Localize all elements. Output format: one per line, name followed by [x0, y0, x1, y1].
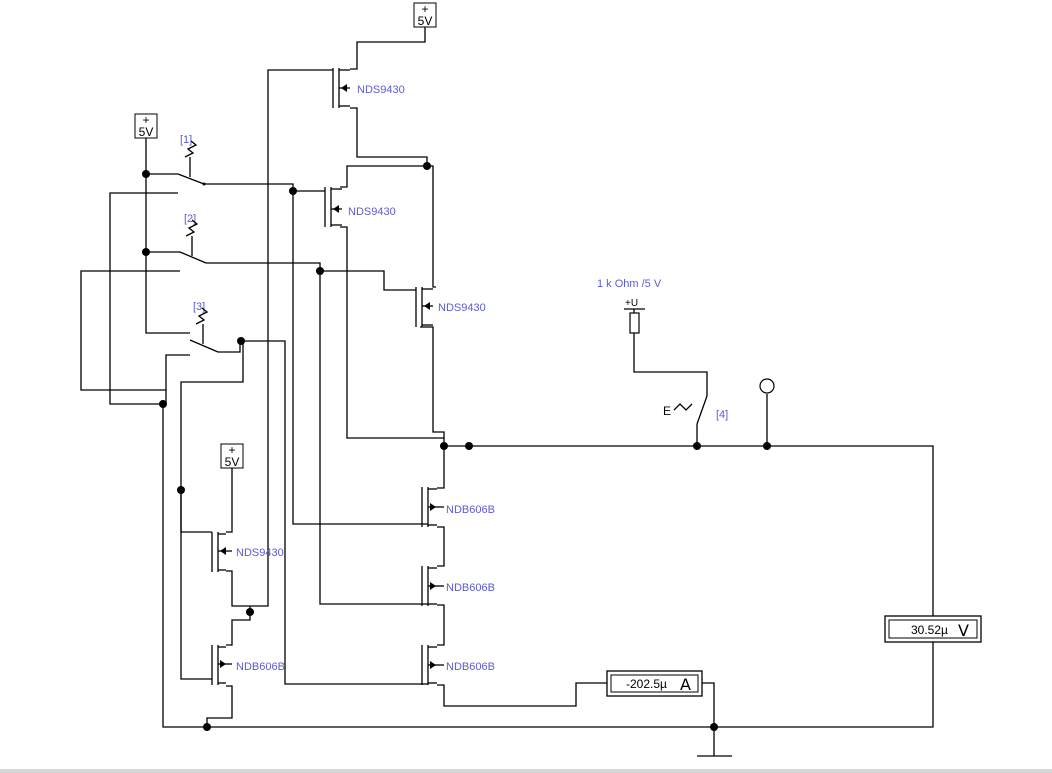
transistor-q5[interactable]: NDB606B: [421, 566, 495, 606]
switch-2[interactable]: [2]: [179, 213, 207, 264]
ammeter-value: -202.5µ: [626, 677, 667, 691]
supply-top-label: 5V: [418, 14, 433, 28]
supply-plus: +: [142, 113, 149, 127]
supply-left-label: 5V: [139, 125, 154, 139]
transistor-q8[interactable]: NDB606B: [211, 645, 285, 685]
junctions: [142, 162, 771, 731]
switch-2-label: [2]: [184, 213, 196, 225]
transistor-q5-label: NDB606B: [446, 582, 495, 594]
switch-1-label: [1]: [180, 134, 192, 146]
load-label: 1 k Ohm /5 V: [597, 278, 662, 290]
supply-bottom-label: 5V: [225, 455, 240, 469]
switch-3[interactable]: [3]: [189, 301, 219, 353]
ammeter-unit: A: [680, 675, 691, 694]
transistor-q6-label: NDB606B: [446, 661, 495, 673]
output-probe[interactable]: [759, 378, 775, 394]
transistor-q3-label: NDS9430: [438, 302, 486, 314]
ammeter[interactable]: -202.5µ A: [606, 670, 703, 697]
transistor-q6[interactable]: NDB606B: [421, 645, 495, 685]
status-strip: [0, 769, 1052, 773]
transistor-q2-label: NDS9430: [348, 206, 396, 218]
transistor-q4[interactable]: NDB606B: [421, 487, 495, 527]
transistor-q2[interactable]: NDS9430: [324, 187, 396, 227]
switch-3-label: [3]: [193, 301, 205, 313]
supply-bottom[interactable]: + 5V: [220, 443, 244, 469]
load-resistor[interactable]: 1 k Ohm /5 V +U: [597, 278, 662, 334]
load-plus-label: +U: [625, 298, 638, 309]
switch-4-key: E: [663, 404, 671, 418]
transistor-q1-label: NDS9430: [357, 84, 405, 96]
transistor-q4-label: NDB606B: [446, 504, 495, 516]
wires: [80, 27, 934, 756]
transistor-q1[interactable]: NDS9430: [332, 68, 405, 108]
transistor-q7[interactable]: NDS9430: [211, 532, 284, 572]
switch-1[interactable]: [1]: [177, 134, 206, 186]
transistor-q7-label: NDS9430: [236, 547, 284, 559]
supply-plus: +: [421, 2, 428, 16]
switch-4-label: [4]: [716, 409, 728, 421]
supply-plus: +: [228, 443, 235, 457]
supply-left[interactable]: + 5V: [134, 113, 158, 139]
voltmeter-value: 30.52µ: [911, 623, 948, 637]
transistor-q8-label: NDB606B: [236, 661, 285, 673]
supply-top[interactable]: + 5V: [413, 2, 437, 28]
voltmeter[interactable]: 30.52µ V: [884, 615, 982, 643]
voltmeter-unit: V: [958, 621, 969, 640]
transistor-q3[interactable]: NDS9430: [415, 287, 486, 327]
switch-4[interactable]: E [4]: [663, 395, 728, 425]
